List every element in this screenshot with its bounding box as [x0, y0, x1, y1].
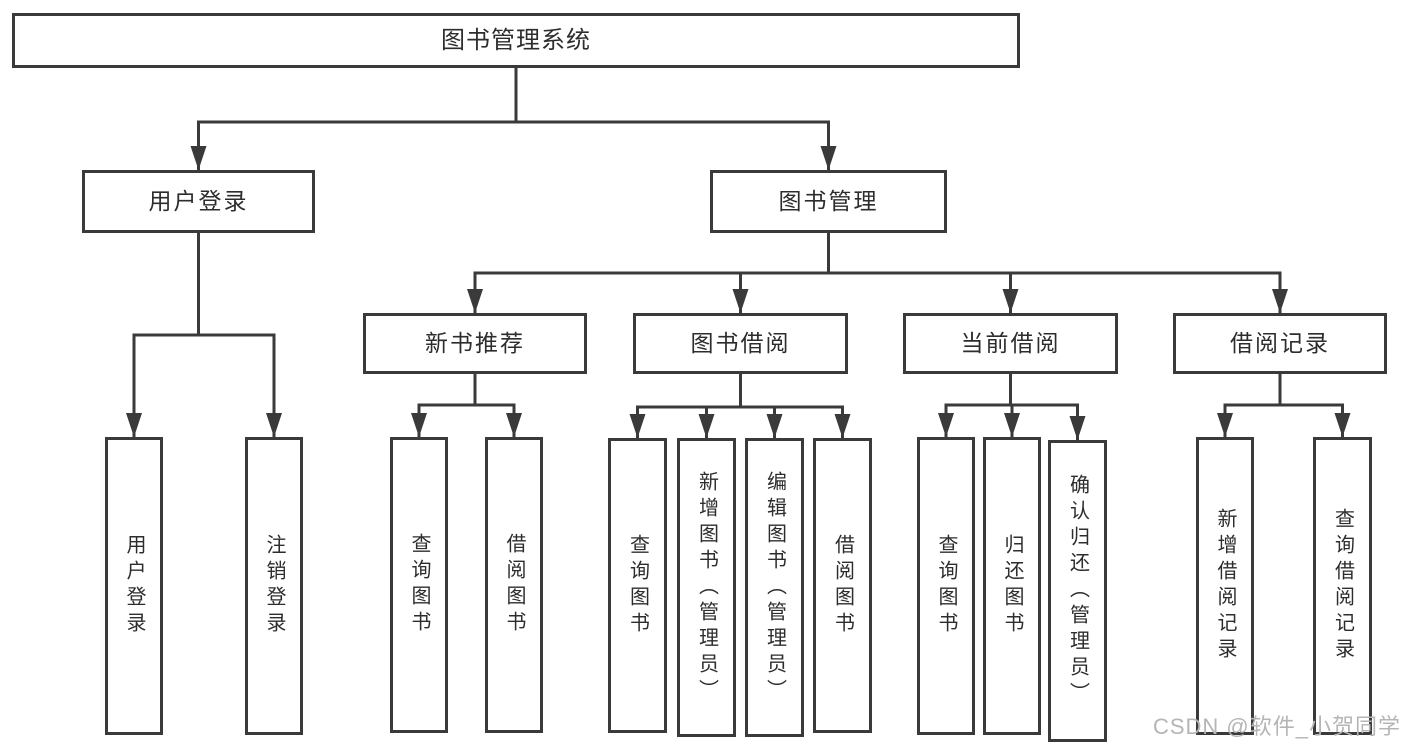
node-user-login: 用户登录 [82, 170, 315, 233]
node-logout-leaf: 注销登录 [245, 437, 303, 735]
node-recommend-query-book: 查询图书 [390, 437, 448, 733]
node-borrow-add-book: 新增图书（管理员） [677, 438, 736, 737]
node-book-mgmt: 图书管理 [710, 170, 947, 233]
node-current-borrow: 当前借阅 [903, 313, 1118, 374]
node-root: 图书管理系统 [12, 13, 1020, 68]
node-borrow-query-book: 查询图书 [608, 438, 667, 733]
node-current-confirm-return: 确认归还（管理员） [1048, 440, 1107, 742]
node-record-query: 查询借阅记录 [1313, 437, 1372, 735]
watermark-text: CSDN @软件_小贺同学 [1152, 714, 1401, 739]
node-current-query-book: 查询图书 [917, 437, 975, 735]
node-current-return-book: 归还图书 [983, 437, 1041, 735]
node-borrow-edit-book: 编辑图书（管理员） [745, 438, 804, 737]
node-book-borrow: 图书借阅 [633, 313, 848, 374]
node-recommend-borrow-book: 借阅图书 [485, 437, 543, 733]
node-borrow-record: 借阅记录 [1173, 313, 1387, 374]
node-record-add: 新增借阅记录 [1196, 437, 1254, 735]
node-borrow-borrow-book: 借阅图书 [813, 438, 872, 733]
node-user-login-leaf: 用户登录 [105, 437, 163, 735]
node-new-book-recommend: 新书推荐 [363, 313, 587, 374]
